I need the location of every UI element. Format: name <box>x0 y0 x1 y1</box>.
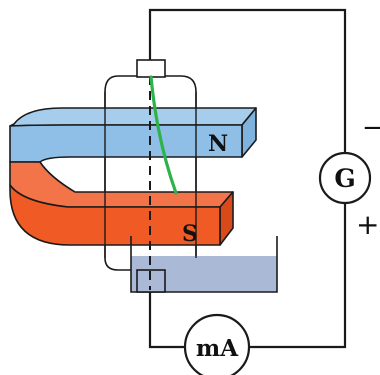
tube-cap <box>136 59 166 78</box>
minus-sign: − <box>362 113 380 143</box>
milliammeter-label: mA <box>196 335 239 362</box>
galvanometer: G <box>318 151 372 205</box>
south-arm-top-face <box>9 161 234 208</box>
circuit-wires <box>148 8 347 349</box>
north-pole-label: N <box>208 131 228 157</box>
milliammeter-circle <box>183 313 251 375</box>
north-arm-front-face <box>9 124 243 163</box>
galvanometer-label: G <box>334 164 355 193</box>
south-arm-front-face <box>9 184 221 246</box>
wire-bottom-left <box>148 290 185 349</box>
galvanometer-circle <box>318 151 372 205</box>
plus-sign: + <box>356 208 379 241</box>
glass-tube-front <box>104 92 197 258</box>
bottom-electrode <box>136 269 166 293</box>
north-arm-top-face <box>9 107 257 127</box>
magnet-south-arm <box>9 161 234 246</box>
milliammeter: mA <box>183 313 251 375</box>
south-pole-label: S <box>182 221 198 247</box>
wire-top <box>148 8 347 153</box>
suspended-wire <box>149 75 178 195</box>
container-walls <box>130 236 278 293</box>
magnet-north-arm <box>9 107 257 163</box>
wire-right-lower <box>250 203 347 349</box>
